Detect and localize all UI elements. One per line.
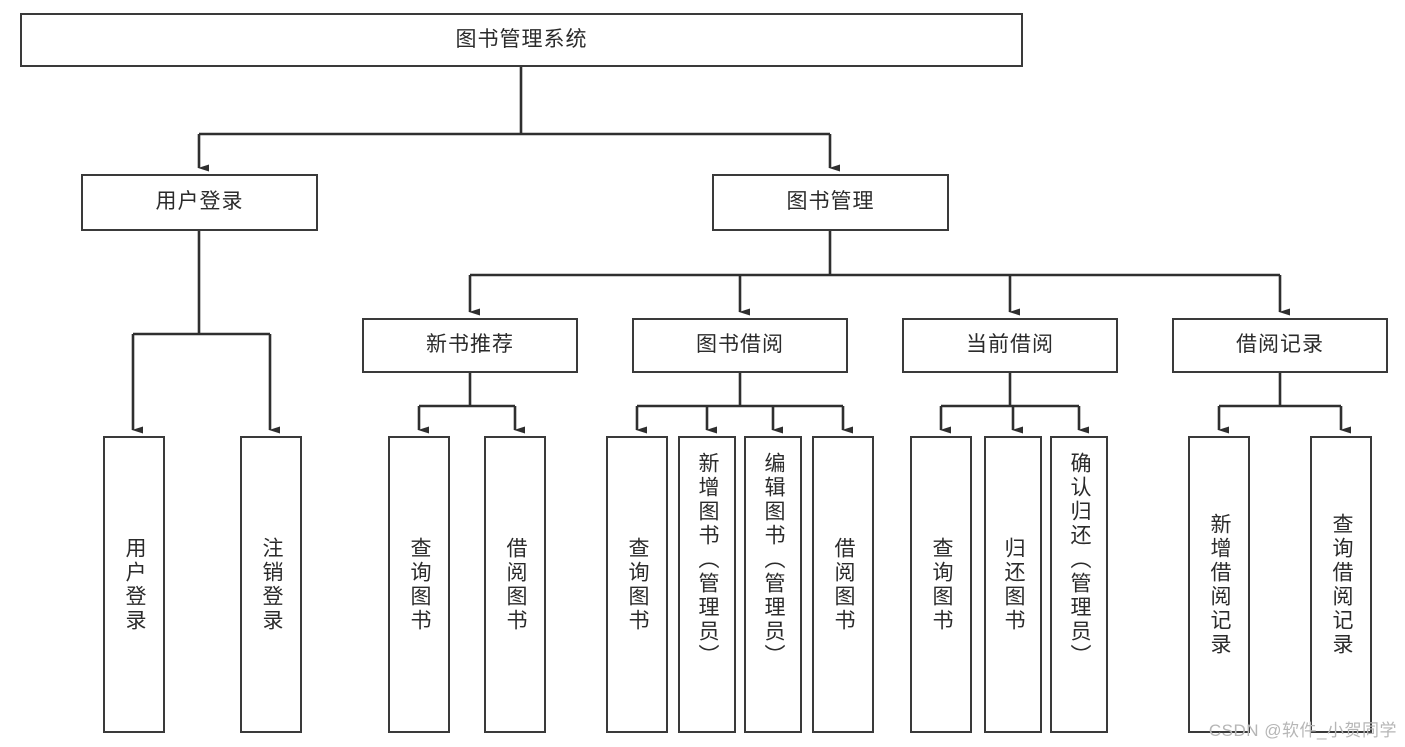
leaf-logout[interactable]: 注销登录 xyxy=(240,436,302,733)
node-borrow-record[interactable]: 借阅记录 xyxy=(1172,318,1388,373)
leaf-edit-book[interactable]: 编辑图书（管理员） xyxy=(744,436,802,733)
node-label: 借阅图书 xyxy=(832,536,856,633)
node-label: 编辑图书（管理员） xyxy=(762,452,786,668)
csdn-watermark: CSDN @软件_小贺同学 xyxy=(1208,721,1397,740)
node-current-borrow[interactable]: 当前借阅 xyxy=(902,318,1118,373)
leaf-query-book-1[interactable]: 查询图书 xyxy=(388,436,450,733)
leaf-add-record[interactable]: 新增借阅记录 xyxy=(1188,436,1250,733)
node-label: 新增借阅记录 xyxy=(1208,512,1232,657)
node-label: 借阅记录 xyxy=(1236,333,1324,357)
node-label: 图书管理系统 xyxy=(455,27,588,51)
leaf-query-book-3[interactable]: 查询图书 xyxy=(910,436,972,733)
node-book-manage[interactable]: 图书管理 xyxy=(712,174,949,231)
leaf-query-record[interactable]: 查询借阅记录 xyxy=(1310,436,1372,733)
node-new-book-recommend[interactable]: 新书推荐 xyxy=(362,318,578,373)
node-label: 查询图书 xyxy=(930,536,954,633)
leaf-add-book[interactable]: 新增图书（管理员） xyxy=(678,436,736,733)
node-label: 新增图书（管理员） xyxy=(696,452,720,668)
leaf-borrow-book-2[interactable]: 借阅图书 xyxy=(812,436,874,733)
node-label: 归还图书 xyxy=(1002,536,1026,633)
node-label: 新书推荐 xyxy=(426,333,514,357)
leaf-borrow-book-1[interactable]: 借阅图书 xyxy=(484,436,546,733)
node-label: 借阅图书 xyxy=(504,536,528,633)
node-user-login[interactable]: 用户登录 xyxy=(81,174,318,231)
node-label: 用户登录 xyxy=(123,536,147,633)
node-label: 当前借阅 xyxy=(966,333,1054,357)
node-label: 确认归还（管理员） xyxy=(1068,452,1092,668)
node-label: 图书管理 xyxy=(786,190,875,214)
node-label: 用户登录 xyxy=(155,190,244,214)
leaf-user-login[interactable]: 用户登录 xyxy=(103,436,165,733)
leaf-confirm-return[interactable]: 确认归还（管理员） xyxy=(1050,436,1108,733)
node-label: 查询图书 xyxy=(408,536,432,633)
node-label: 注销登录 xyxy=(260,536,284,633)
node-label: 图书借阅 xyxy=(696,333,784,357)
node-label: 查询图书 xyxy=(626,536,650,633)
leaf-return-book[interactable]: 归还图书 xyxy=(984,436,1042,733)
node-book-borrow[interactable]: 图书借阅 xyxy=(632,318,848,373)
node-label: 查询借阅记录 xyxy=(1330,512,1354,657)
leaf-query-book-2[interactable]: 查询图书 xyxy=(606,436,668,733)
node-root[interactable]: 图书管理系统 xyxy=(20,13,1023,67)
